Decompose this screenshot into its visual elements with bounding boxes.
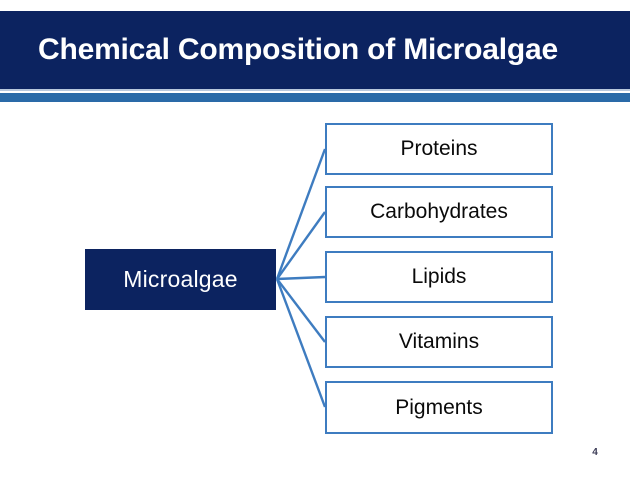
node-proteins[interactable]: Proteins <box>325 123 553 175</box>
title-divider-bar <box>0 93 630 102</box>
connector-to-carbohydrates <box>276 211 326 280</box>
node-vitamins[interactable]: Vitamins <box>325 316 553 368</box>
title-divider-thin <box>0 89 630 91</box>
slide-title-bar: Chemical Composition of Microalgae <box>0 11 630 89</box>
connector-to-vitamins <box>276 278 326 343</box>
node-pigments-label: Pigments <box>395 395 483 419</box>
node-carbohydrates[interactable]: Carbohydrates <box>325 186 553 238</box>
node-proteins-label: Proteins <box>400 137 478 160</box>
node-lipids-label: Lipids <box>411 265 467 288</box>
node-carbohydrates-label: Carbohydrates <box>370 200 508 223</box>
slide-page-number: 4 <box>592 447 598 458</box>
connector-to-pigments <box>275 278 327 408</box>
node-microalgae-label: Microalgae <box>123 266 238 292</box>
connector-to-proteins <box>275 148 327 280</box>
node-lipids[interactable]: Lipids <box>325 251 553 303</box>
node-microalgae[interactable]: Microalgae <box>85 249 276 310</box>
node-vitamins-label: Vitamins <box>398 330 480 353</box>
node-pigments[interactable]: Pigments <box>325 381 553 434</box>
page-title: Chemical Composition of Microalgae <box>38 33 558 66</box>
connector-to-lipids <box>276 275 326 281</box>
